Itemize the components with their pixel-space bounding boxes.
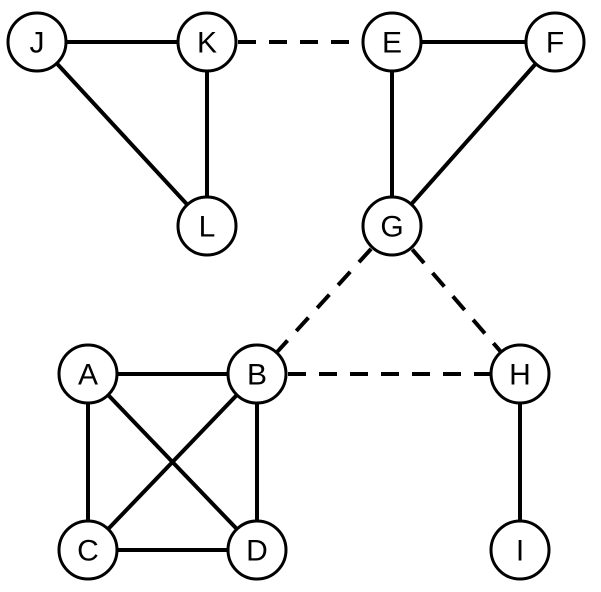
node-label: J	[30, 27, 45, 60]
node-circle	[57, 343, 119, 405]
edge-j-l	[35, 40, 209, 228]
node-circle	[226, 519, 288, 581]
node-circle	[361, 11, 423, 73]
node-label: I	[516, 535, 524, 568]
node-circle	[226, 343, 288, 405]
node-c: C	[57, 519, 119, 581]
node-circle	[524, 11, 586, 73]
node-h: H	[489, 343, 551, 405]
edge-g-b	[255, 224, 394, 376]
node-i: I	[489, 519, 551, 581]
node-g: G	[361, 195, 423, 257]
node-label: C	[77, 535, 99, 568]
node-circle	[489, 343, 551, 405]
node-label: H	[509, 359, 531, 392]
node-label: B	[247, 359, 267, 392]
node-circle	[361, 195, 423, 257]
node-j: J	[6, 11, 68, 73]
node-label: K	[197, 27, 217, 60]
node-label: L	[199, 211, 216, 244]
node-l: L	[176, 195, 238, 257]
node-f: F	[524, 11, 586, 73]
nodes-layer: J K L E F G A B C D H I	[6, 11, 586, 581]
node-circle	[57, 519, 119, 581]
edge-b-c	[86, 372, 259, 552]
edges-layer	[35, 40, 557, 552]
node-label: D	[246, 535, 268, 568]
node-e: E	[361, 11, 423, 73]
edge-f-g	[390, 40, 557, 228]
node-label: G	[380, 211, 403, 244]
node-circle	[176, 195, 238, 257]
node-k: K	[176, 11, 238, 73]
edge-g-h	[390, 224, 522, 376]
node-circle	[489, 519, 551, 581]
node-label: E	[382, 27, 402, 60]
node-b: B	[226, 343, 288, 405]
node-label: F	[546, 27, 564, 60]
node-circle	[176, 11, 238, 73]
node-d: D	[226, 519, 288, 581]
node-circle	[6, 11, 68, 73]
node-a: A	[57, 343, 119, 405]
node-label: A	[78, 359, 98, 392]
